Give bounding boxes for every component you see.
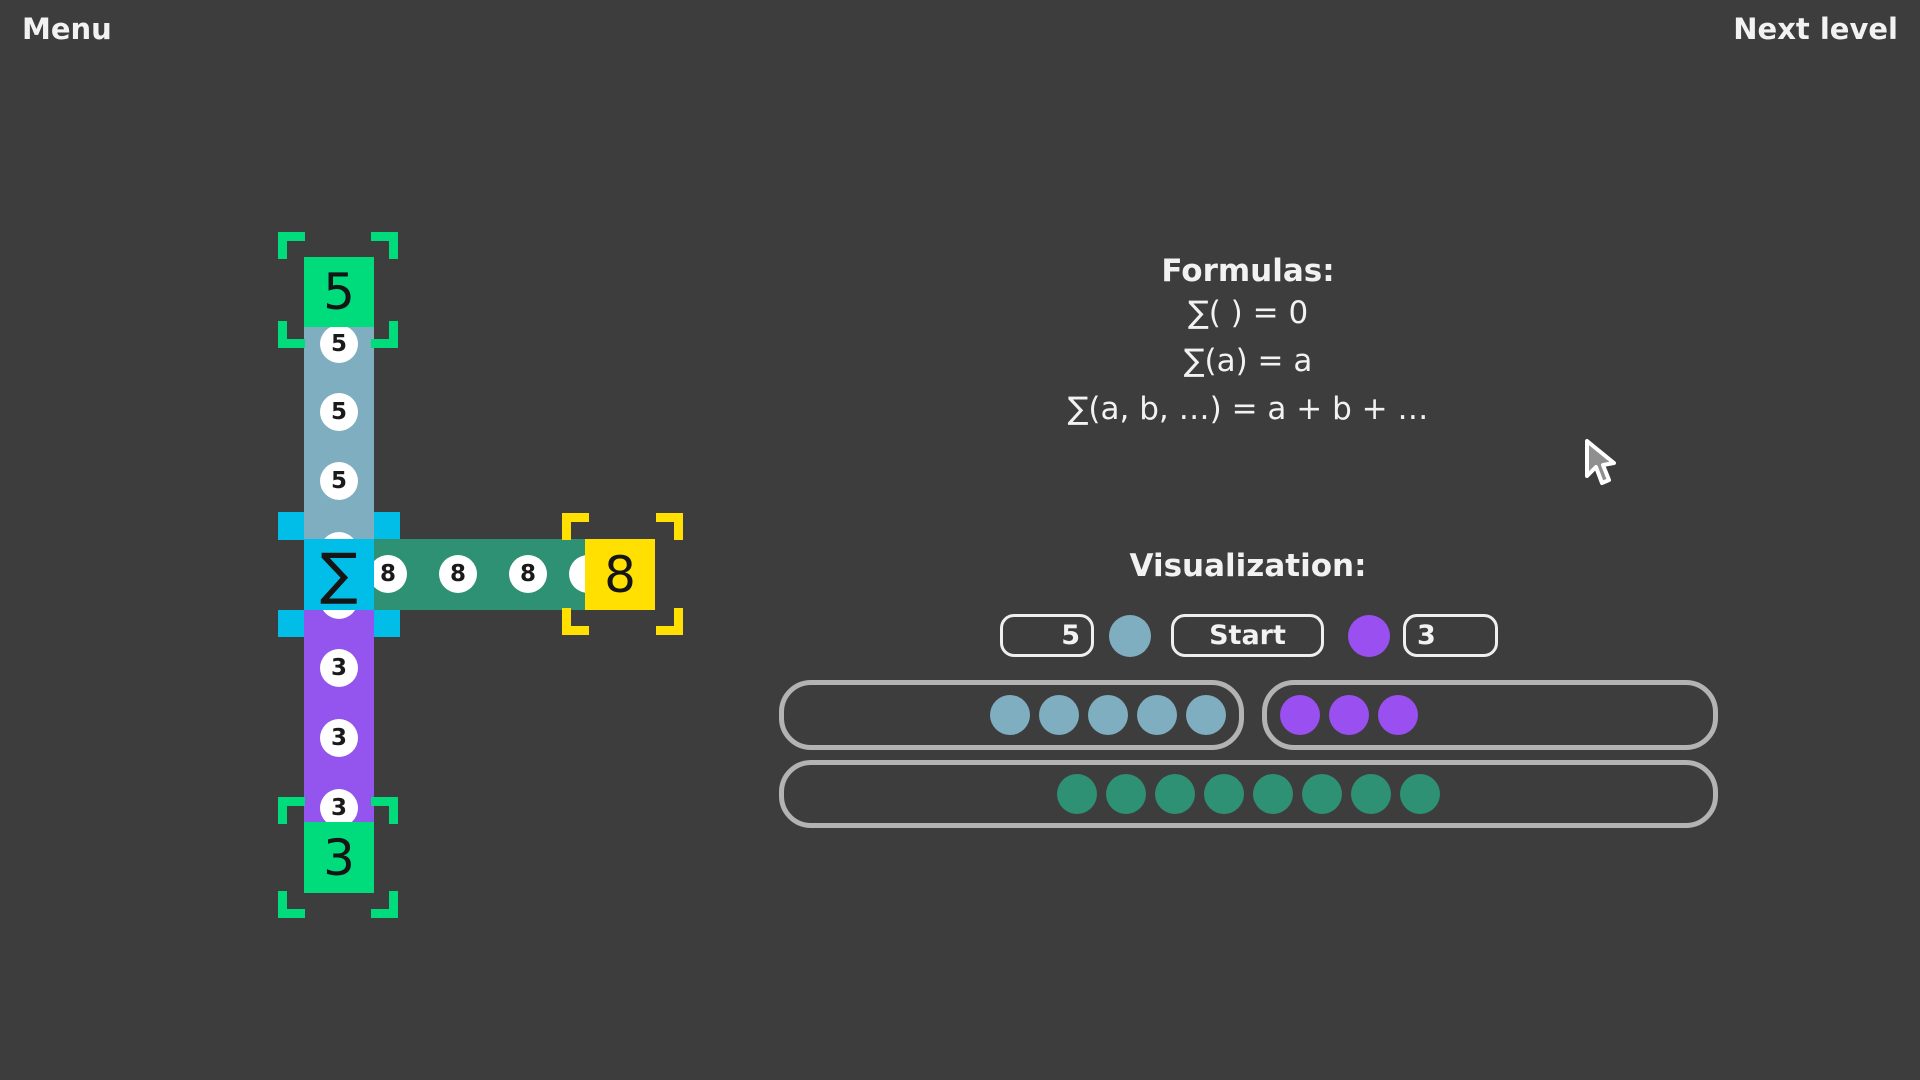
visualization-title-wrap: Visualization: <box>898 548 1598 584</box>
tray-left-operand <box>779 680 1244 750</box>
bracket-corner <box>562 608 589 635</box>
viz-dot <box>1186 695 1226 735</box>
bracket-corner <box>278 321 305 348</box>
bracket-corner <box>278 891 305 918</box>
bracket-corner <box>371 891 398 918</box>
token: 8 <box>369 555 407 593</box>
formulas-title: Formulas: <box>1161 253 1335 289</box>
viz-dot <box>1088 695 1128 735</box>
viz-dot <box>1106 774 1146 814</box>
source-tile-bottom[interactable]: 3 <box>304 822 374 893</box>
viz-dot <box>1155 774 1195 814</box>
target-tile[interactable]: 8 <box>585 539 655 610</box>
bracket-corner <box>562 513 589 540</box>
viz-dot <box>1329 695 1369 735</box>
bracket-corner <box>371 232 398 259</box>
visualization-title: Visualization: <box>1129 548 1367 584</box>
right-value-input[interactable]: 3 <box>1403 614 1498 657</box>
viz-dot <box>1057 774 1097 814</box>
viz-dot <box>1039 695 1079 735</box>
viz-dot <box>1204 774 1244 814</box>
bracket-corner <box>278 232 305 259</box>
viz-dot <box>1351 774 1391 814</box>
token: 3 <box>320 649 358 687</box>
bracket-corner <box>278 797 305 824</box>
left-value-input[interactable]: 5 <box>1000 614 1094 657</box>
formula-line: ∑(a, b, …) = a + b + … <box>1067 391 1429 427</box>
tray-sum-result <box>779 760 1718 828</box>
token: 5 <box>320 325 358 363</box>
viz-dot <box>1400 774 1440 814</box>
viz-dot <box>990 695 1030 735</box>
menu-button[interactable]: Menu <box>22 12 112 46</box>
mouse-cursor <box>1585 439 1616 485</box>
bracket-corner <box>656 608 683 635</box>
viz-dot <box>1137 695 1177 735</box>
sum-tile[interactable]: ∑ <box>304 539 374 610</box>
token: 5 <box>320 462 358 500</box>
bracket-corner <box>656 513 683 540</box>
source-tile-top[interactable]: 5 <box>304 257 374 327</box>
viz-dot <box>1302 774 1342 814</box>
token: 3 <box>320 789 358 827</box>
pipe-bottom <box>304 610 374 822</box>
token: 8 <box>509 555 547 593</box>
right-color-swatch <box>1348 615 1390 657</box>
viz-dot <box>1253 774 1293 814</box>
formula-line: ∑(a) = a <box>1183 343 1313 379</box>
bracket-corner <box>371 797 398 824</box>
formula-line: ∑( ) = 0 <box>1187 295 1309 331</box>
left-color-swatch <box>1109 615 1151 657</box>
viz-dot <box>1378 695 1418 735</box>
tray-right-operand <box>1262 680 1718 750</box>
pipe-right <box>374 539 585 610</box>
token: 5 <box>320 393 358 431</box>
token: 3 <box>320 719 358 757</box>
next-level-button[interactable]: Next level <box>1733 12 1898 46</box>
token: 8 <box>439 555 477 593</box>
viz-dot <box>1280 695 1320 735</box>
bracket-corner <box>371 321 398 348</box>
start-button[interactable]: Start <box>1171 614 1324 657</box>
formulas-panel: Formulas: ∑( ) = 0 ∑(a) = a ∑(a, b, …) =… <box>898 253 1598 433</box>
